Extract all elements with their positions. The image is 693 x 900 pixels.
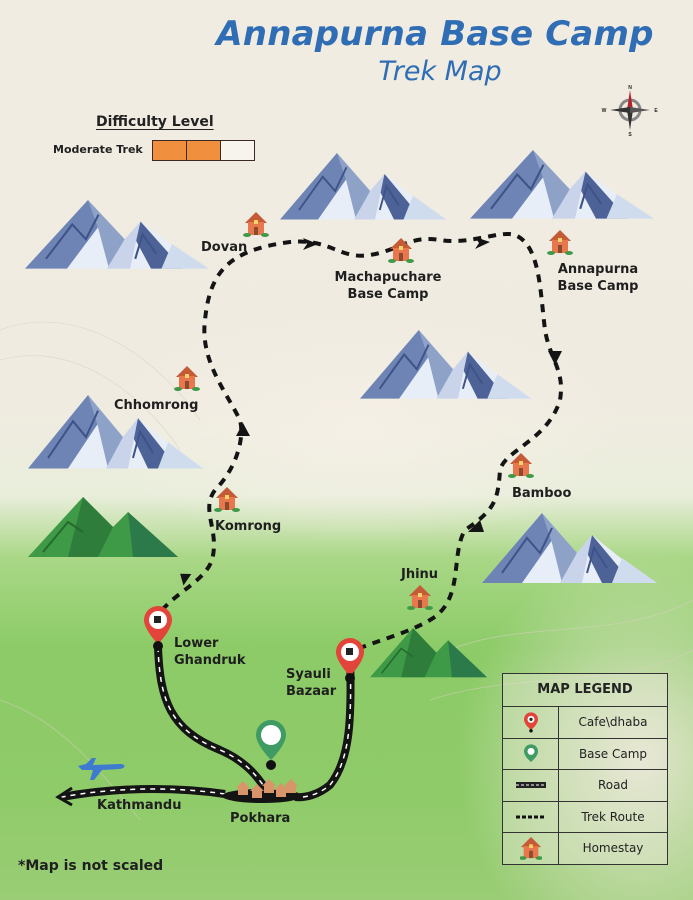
contour-lines — [0, 321, 693, 821]
place-label-bamboo: Bamboo — [512, 486, 572, 501]
road-icon — [515, 782, 546, 789]
homestay-icon — [508, 453, 534, 478]
village-icon — [222, 779, 302, 803]
cafe-pin-icon — [523, 712, 538, 733]
place-label-chhomrong: Chhomrong — [114, 398, 199, 413]
snow-mountain-icon — [279, 152, 448, 221]
place-label-machapuchare: Machapuchare Base Camp — [334, 270, 442, 302]
difficulty-title: Difficulty Level — [96, 114, 214, 130]
cafe-pin-icon — [144, 606, 172, 651]
difficulty-segment-empty — [221, 141, 254, 160]
svg-text:E: E — [654, 108, 658, 114]
place-label-annapurna-base-camp: Annapurna Base Camp — [557, 262, 639, 294]
trek-route-icon — [515, 815, 546, 819]
scale-note: *Map is not scaled — [18, 858, 164, 874]
legend-row: Homestay — [503, 833, 667, 864]
map-legend: MAP LEGEND Cafe\dhaba Base Camp — [502, 673, 668, 865]
homestay-icon — [519, 837, 542, 861]
place-label-lower-ghandruk: Lower Ghandruk — [174, 636, 246, 668]
difficulty-meter — [152, 140, 255, 161]
map-subtitle: Trek Map — [378, 56, 502, 87]
route-direction-arrows — [180, 237, 562, 586]
homestay-icon — [214, 487, 240, 512]
snow-mountain-icon — [23, 198, 210, 270]
base-camp-pin-icon — [256, 720, 286, 770]
green-mountain-icon — [27, 496, 179, 558]
place-label-pokhara: Pokhara — [230, 811, 291, 826]
cafe-pin-icon — [336, 638, 364, 683]
snow-mountain-icon — [481, 512, 658, 584]
place-label-dovan: Dovan — [201, 240, 248, 255]
difficulty-segment-filled — [153, 141, 187, 160]
difficulty-segment-filled — [187, 141, 221, 160]
svg-text:W: W — [602, 108, 607, 114]
green-mountain-icon — [369, 627, 488, 679]
legend-row: Road — [503, 770, 667, 802]
snow-mountain-icon — [359, 329, 533, 400]
svg-text:S: S — [628, 132, 632, 136]
homestay-icon — [547, 230, 573, 255]
homestay-icon — [174, 366, 200, 391]
airplane-icon — [78, 758, 125, 780]
homestay-icon — [407, 585, 433, 610]
road-lines — [55, 646, 355, 807]
place-label-syauli-bazaar: Syauli Bazaar — [286, 667, 337, 699]
place-label-komrong: Komrong — [215, 519, 282, 534]
difficulty-label: Moderate Trek — [53, 143, 143, 156]
legend-row: Base Camp — [503, 738, 667, 770]
map-title: Annapurna Base Camp — [216, 14, 654, 54]
legend-row: Trek Route — [503, 801, 667, 833]
place-label-jhinu: Jhinu — [401, 567, 439, 582]
svg-text:N: N — [628, 85, 632, 91]
homestay-icon — [243, 212, 269, 237]
legend-row: Cafe\dhaba — [503, 707, 667, 739]
snow-mountain-icon — [468, 148, 655, 220]
place-label-kathmandu: Kathmandu — [97, 798, 182, 813]
compass-icon: N S W E — [602, 85, 659, 136]
base-camp-pin-icon — [523, 744, 538, 762]
legend-title: MAP LEGEND — [503, 674, 667, 707]
